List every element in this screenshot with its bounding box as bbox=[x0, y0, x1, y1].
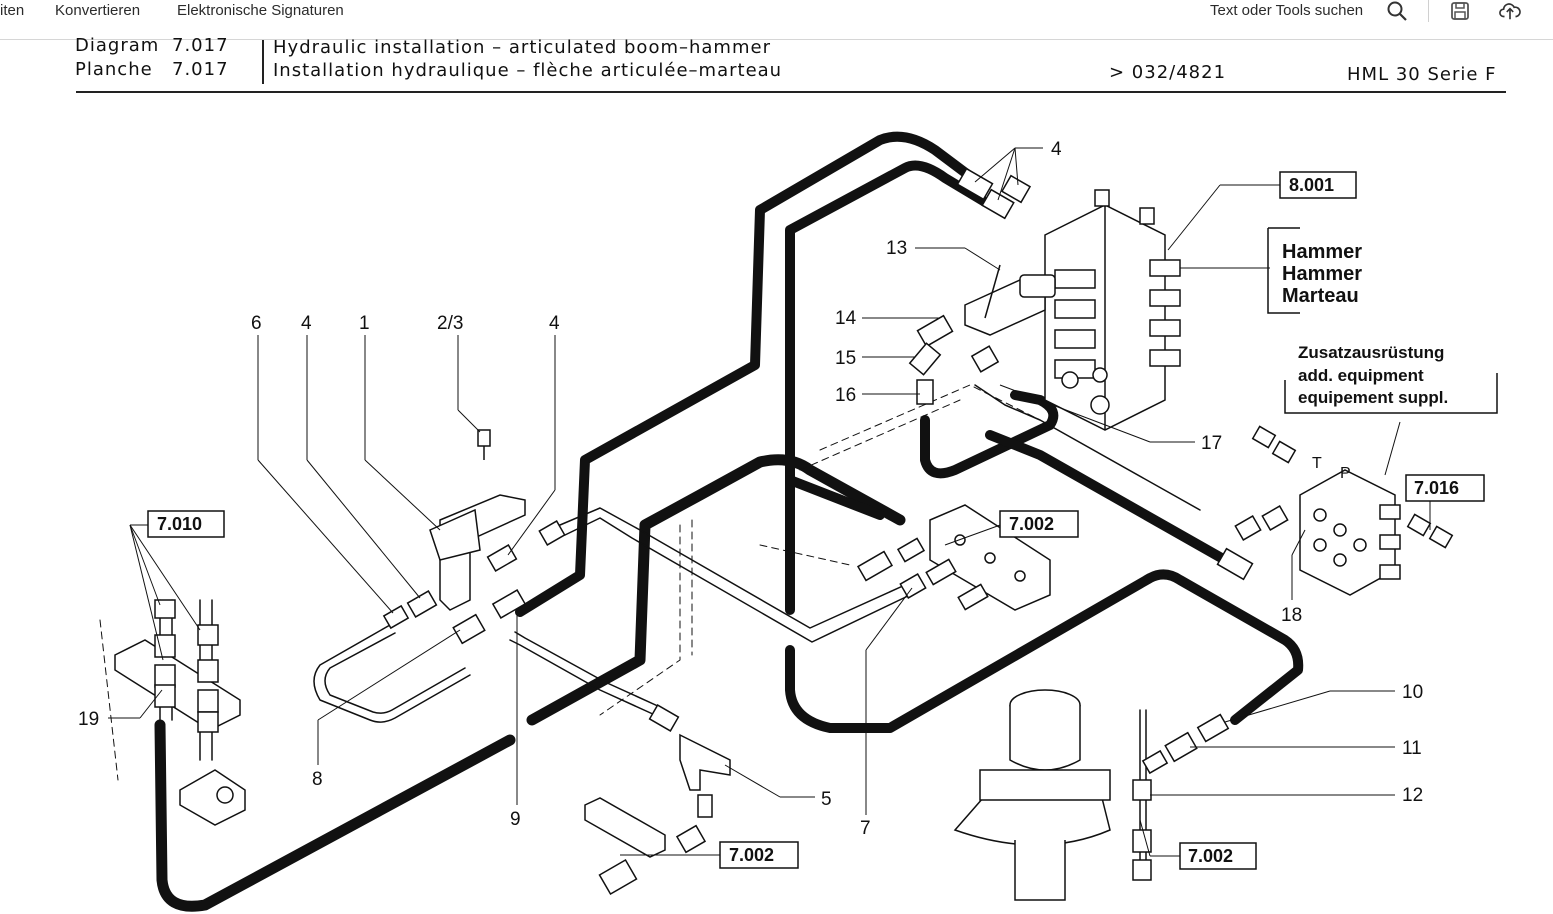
leader-lines bbox=[108, 147, 1431, 857]
toolbar-item-home[interactable]: iten bbox=[0, 2, 25, 19]
lower-bracket bbox=[584, 797, 666, 858]
hose-to-valve-18 bbox=[985, 430, 1230, 565]
pipe-9 bbox=[509, 639, 656, 716]
pipe-9-inner bbox=[514, 631, 661, 708]
tools-search-label[interactable]: Text oder Tools suchen bbox=[1210, 2, 1364, 19]
callout-17: 17 bbox=[1201, 433, 1222, 454]
callout-4-c: 4 bbox=[1051, 139, 1062, 160]
mounting-bracket bbox=[114, 639, 246, 826]
pipe-8-loop bbox=[313, 624, 471, 723]
callout-5: 5 bbox=[821, 789, 832, 810]
callout-11: 11 bbox=[1402, 738, 1422, 759]
callout-14: 14 bbox=[835, 308, 857, 329]
ref-box-7002-lower[interactable]: 7.002 bbox=[729, 845, 774, 865]
callout-4-b: 4 bbox=[549, 313, 560, 334]
hidden-line-3 bbox=[819, 384, 1041, 451]
callout-18: 18 bbox=[1281, 605, 1302, 626]
pipe-8-loop-inner bbox=[324, 632, 466, 714]
hose-main-left bbox=[154, 719, 516, 912]
hose-upper-a bbox=[515, 131, 980, 617]
ref-box-7016[interactable]: 7.016 bbox=[1414, 478, 1459, 498]
hose-to-distributor bbox=[785, 475, 885, 520]
serial-number: > 032/4821 bbox=[1109, 62, 1227, 83]
hammer-text-fr: Marteau bbox=[1282, 285, 1359, 307]
callout-4-a: 4 bbox=[301, 313, 312, 334]
ref-box-8001[interactable]: 8.001 bbox=[1289, 175, 1334, 195]
title-english: Hydraulic installation – articulated boo… bbox=[273, 37, 771, 58]
hidden-line-5 bbox=[99, 619, 119, 781]
reference-box-frames bbox=[147, 171, 1498, 870]
equipment-text-de: Zusatzausrüstung bbox=[1298, 343, 1444, 362]
callout-13: 13 bbox=[886, 238, 907, 259]
valve-port-t: T bbox=[1312, 455, 1322, 472]
callout-9: 9 bbox=[510, 809, 521, 830]
shutoff-valve bbox=[964, 264, 1056, 336]
hose-right-loop bbox=[785, 569, 1304, 733]
foot-pedal-valve bbox=[429, 494, 526, 611]
hose-upper-b bbox=[785, 160, 990, 615]
equipment-text-en: add. equipment bbox=[1298, 366, 1424, 385]
hidden-line-4 bbox=[799, 399, 961, 471]
callout-10: 10 bbox=[1402, 682, 1423, 703]
app-toolbar: iten Konvertieren Elektronische Signatur… bbox=[0, 0, 1553, 40]
ref-box-7010[interactable]: 7.010 bbox=[157, 514, 202, 534]
callout-1: 1 bbox=[359, 313, 370, 334]
pipe-7-upper-inner bbox=[564, 517, 911, 643]
valve-port-p: P bbox=[1340, 465, 1351, 482]
callout-16: 16 bbox=[835, 385, 856, 406]
model-designation: HML 30 Serie F bbox=[1347, 64, 1497, 85]
callout-2-3: 2/3 bbox=[437, 313, 463, 334]
callout-7: 7 bbox=[860, 818, 871, 839]
toolbar-item-e-signatures[interactable]: Elektronische Signaturen bbox=[177, 2, 344, 19]
hammer-text-en: Hammer bbox=[1282, 263, 1362, 285]
pipe-7-upper bbox=[559, 507, 906, 629]
save-icon[interactable] bbox=[1449, 0, 1471, 22]
document-page: Diagram 7.017 Planche 7.017 Hydraulic in… bbox=[0, 35, 1553, 914]
hidden-line-1 bbox=[599, 524, 681, 716]
hose-center-loop bbox=[920, 390, 1059, 479]
toolbar-item-convert[interactable]: Konvertieren bbox=[55, 2, 141, 19]
hose-main-center bbox=[526, 454, 906, 726]
callout-15: 15 bbox=[835, 348, 856, 369]
toolbar-separator bbox=[1428, 0, 1429, 22]
hydraulic-diagram: 8.001 7.010 7.002 7.016 7.002 7.002 Hamm… bbox=[78, 131, 1498, 912]
fittings bbox=[154, 167, 1454, 896]
hammer-text-de: Hammer bbox=[1282, 241, 1362, 263]
upload-icon[interactable] bbox=[1499, 0, 1521, 22]
title-french: Installation hydraulique – flèche articu… bbox=[273, 60, 783, 81]
diagram-number: 7.017 bbox=[172, 35, 229, 56]
callout-12: 12 bbox=[1402, 785, 1423, 806]
control-valve-block bbox=[1044, 189, 1181, 431]
callout-19: 19 bbox=[78, 709, 99, 730]
hidden-line-6 bbox=[759, 544, 851, 566]
header-divider bbox=[262, 40, 264, 84]
diagram-label: Diagram bbox=[75, 35, 160, 56]
callout-8: 8 bbox=[312, 769, 323, 790]
callout-6: 6 bbox=[251, 313, 262, 334]
ref-box-7002-distributor[interactable]: 7.002 bbox=[1009, 514, 1054, 534]
swing-motor bbox=[953, 689, 1111, 901]
auxiliary-valve-block bbox=[1299, 469, 1401, 596]
ref-box-7002-motor[interactable]: 7.002 bbox=[1188, 846, 1233, 866]
search-icon[interactable] bbox=[1386, 0, 1408, 22]
planche-label: Planche bbox=[75, 59, 153, 80]
header-rule bbox=[76, 91, 1506, 93]
planche-number: 7.017 bbox=[172, 59, 229, 80]
equipment-text-fr: equipement suppl. bbox=[1298, 388, 1448, 407]
